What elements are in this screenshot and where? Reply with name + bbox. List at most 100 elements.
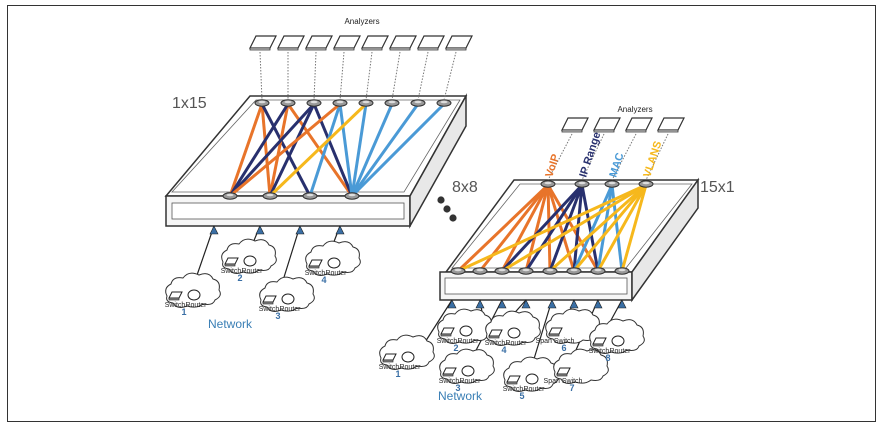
switch-icon-base xyxy=(382,359,394,363)
port-highlight xyxy=(310,100,318,104)
router-icon xyxy=(281,293,295,305)
left-output-ports xyxy=(254,99,452,107)
filter-link xyxy=(548,184,584,272)
cloud-switch-label: Switch xyxy=(379,364,400,371)
left-analyzers-label: Analyzers xyxy=(344,17,379,26)
router-icon xyxy=(187,289,201,301)
cloud-number: 4 xyxy=(321,275,326,285)
filter-label: IP Range xyxy=(577,131,603,179)
cloud-number: 2 xyxy=(453,343,458,353)
switch-icon-base xyxy=(308,265,320,269)
router-icon xyxy=(507,327,521,339)
cloud-switch-label: Switch xyxy=(439,378,460,385)
uplink-arrow xyxy=(335,225,345,235)
uplink-arrow xyxy=(497,299,507,309)
filter-link xyxy=(350,103,368,197)
right-filter-links xyxy=(456,183,648,273)
analyzer-cable xyxy=(443,51,457,101)
router-icon xyxy=(401,351,415,363)
filter-link xyxy=(228,103,264,197)
left-switch xyxy=(164,93,468,229)
port-highlight xyxy=(454,268,462,272)
port-highlight xyxy=(570,268,578,272)
cloud-switch-label: Switch xyxy=(259,306,280,313)
cloud-router-label: Router xyxy=(241,268,263,275)
analyzer-cable xyxy=(259,51,263,101)
filter-link xyxy=(572,184,584,272)
uplink-arrow xyxy=(209,225,219,235)
left-matrix-label: 1x15 xyxy=(172,95,207,112)
port-highlight xyxy=(476,268,484,272)
uplink-line xyxy=(195,225,215,279)
filter-link xyxy=(580,184,600,272)
filter-link xyxy=(572,184,614,272)
analyzer-cable xyxy=(417,51,429,101)
right-analyzer-row xyxy=(547,117,685,181)
cloud-switch-label: Switch xyxy=(305,270,326,277)
uplink-arrow xyxy=(295,225,305,235)
cloud-router-label: Router xyxy=(459,378,481,385)
analyzer-base xyxy=(625,129,647,133)
switch-icon-base xyxy=(506,381,518,385)
analyzer-cable xyxy=(313,51,317,101)
figure-frame xyxy=(7,5,876,422)
filter-link xyxy=(546,184,576,272)
right-matrix-label: 15x1 xyxy=(700,179,735,196)
cloud-number: 5 xyxy=(519,391,524,401)
analyzer-cable xyxy=(645,133,669,181)
analyzer-icon xyxy=(277,35,305,49)
switch-icon-base xyxy=(440,333,452,337)
port-highlight xyxy=(284,100,292,104)
filter-link xyxy=(500,184,550,272)
left-network-label: Network xyxy=(208,317,253,331)
cloud-number: 3 xyxy=(455,383,460,393)
port-highlight xyxy=(348,193,356,197)
analyzer-base xyxy=(389,47,411,51)
filter-label: VLANS xyxy=(641,140,664,179)
cloud-number: 6 xyxy=(561,343,566,353)
uplink-arrow xyxy=(617,299,627,309)
port-highlight xyxy=(498,268,506,272)
switch-icon-base xyxy=(592,343,604,347)
cloud-outline xyxy=(553,348,609,384)
middle-matrix-label: 8x8 xyxy=(452,179,478,196)
port-highlight xyxy=(336,100,344,104)
filter-link xyxy=(268,103,290,197)
analyzer-base xyxy=(249,47,271,51)
cloud-switch-label: Switch xyxy=(221,268,242,275)
cloud-switch-label: Switch xyxy=(485,340,506,347)
filter-link xyxy=(501,183,647,273)
cloud-number: 3 xyxy=(275,311,280,321)
uplink-arrow xyxy=(569,299,579,309)
filter-link xyxy=(596,184,648,272)
cloud-router-label: Router xyxy=(185,302,207,309)
filter-link xyxy=(350,103,420,197)
filter-label: VoIP xyxy=(543,153,562,179)
analyzer-icon xyxy=(389,35,417,49)
right-network-label: Network xyxy=(438,389,483,403)
port-highlight xyxy=(618,268,626,272)
analyzer-cable xyxy=(339,51,345,101)
analyzer-base xyxy=(417,47,439,51)
switch-icon-base xyxy=(548,333,560,337)
cloud-number: 8 xyxy=(605,353,610,363)
filter-link xyxy=(457,183,647,273)
cloud-router-label: Router xyxy=(399,364,421,371)
filter-link xyxy=(456,183,550,273)
port-highlight xyxy=(608,181,616,185)
ellipsis-dot xyxy=(443,205,451,213)
analyzer-base xyxy=(593,129,615,133)
cloud-router-label: Router xyxy=(523,386,545,393)
port-highlight xyxy=(594,268,602,272)
analyzer-icon xyxy=(249,35,277,49)
filter-link xyxy=(350,103,394,197)
